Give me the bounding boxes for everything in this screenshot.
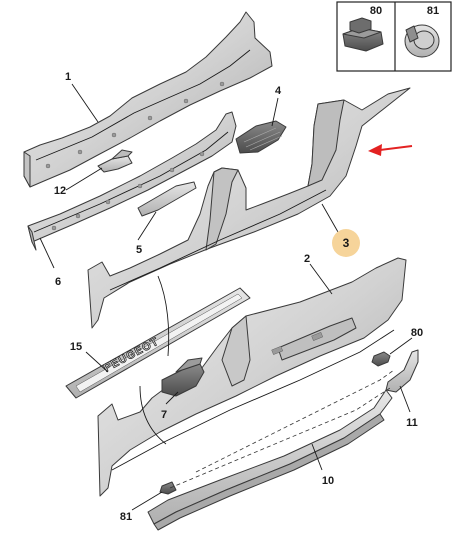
callout-1: 1	[65, 71, 71, 83]
curve-leader-upper	[157, 275, 170, 357]
callout-11: 11	[406, 417, 418, 429]
callout-12: 12	[54, 185, 66, 197]
callout-4: 4	[275, 85, 282, 97]
callout-15: 15	[70, 341, 82, 353]
part-4-mesh-insert	[235, 120, 287, 154]
part-11-end-cap	[385, 349, 419, 393]
callout-7: 7	[161, 409, 167, 421]
part-80-clip	[371, 351, 391, 367]
round-clip-icon	[404, 24, 440, 58]
alignment-line-upper	[195, 369, 395, 473]
red-pointer-arrow	[368, 144, 413, 156]
part-12-bracket	[97, 149, 133, 173]
part-2-outer-sill-panel	[97, 257, 407, 497]
callout-5: 5	[136, 244, 142, 256]
clip-block-icon	[342, 17, 384, 52]
callout-6: 6	[55, 276, 61, 288]
part-1-upper-rocker-reinforcement	[23, 11, 273, 188]
inset-label-80: 80	[370, 5, 382, 17]
sill-plate-brand-text: PEUGEOT	[102, 336, 161, 375]
part-6-inner-rocker	[27, 111, 237, 251]
curve-leader-lower	[139, 385, 167, 445]
part-15-sill-plate: PEUGEOT	[65, 287, 251, 399]
part-7-bracket	[161, 357, 205, 397]
callout-80-right: 80	[411, 327, 423, 339]
part-81-clip	[159, 481, 177, 495]
part-3-side-reinforcement	[87, 87, 411, 329]
part-5-strip	[137, 181, 197, 217]
callout-10: 10	[322, 475, 334, 487]
callout-3-highlight	[332, 229, 360, 257]
part-10-sill-trim	[147, 389, 393, 531]
callout-2: 2	[304, 253, 310, 265]
fastener-inset: 80 81	[336, 1, 452, 72]
callout-81-bottom: 81	[120, 511, 132, 523]
callout-3: 3	[343, 236, 350, 250]
inset-label-81: 81	[427, 5, 439, 17]
